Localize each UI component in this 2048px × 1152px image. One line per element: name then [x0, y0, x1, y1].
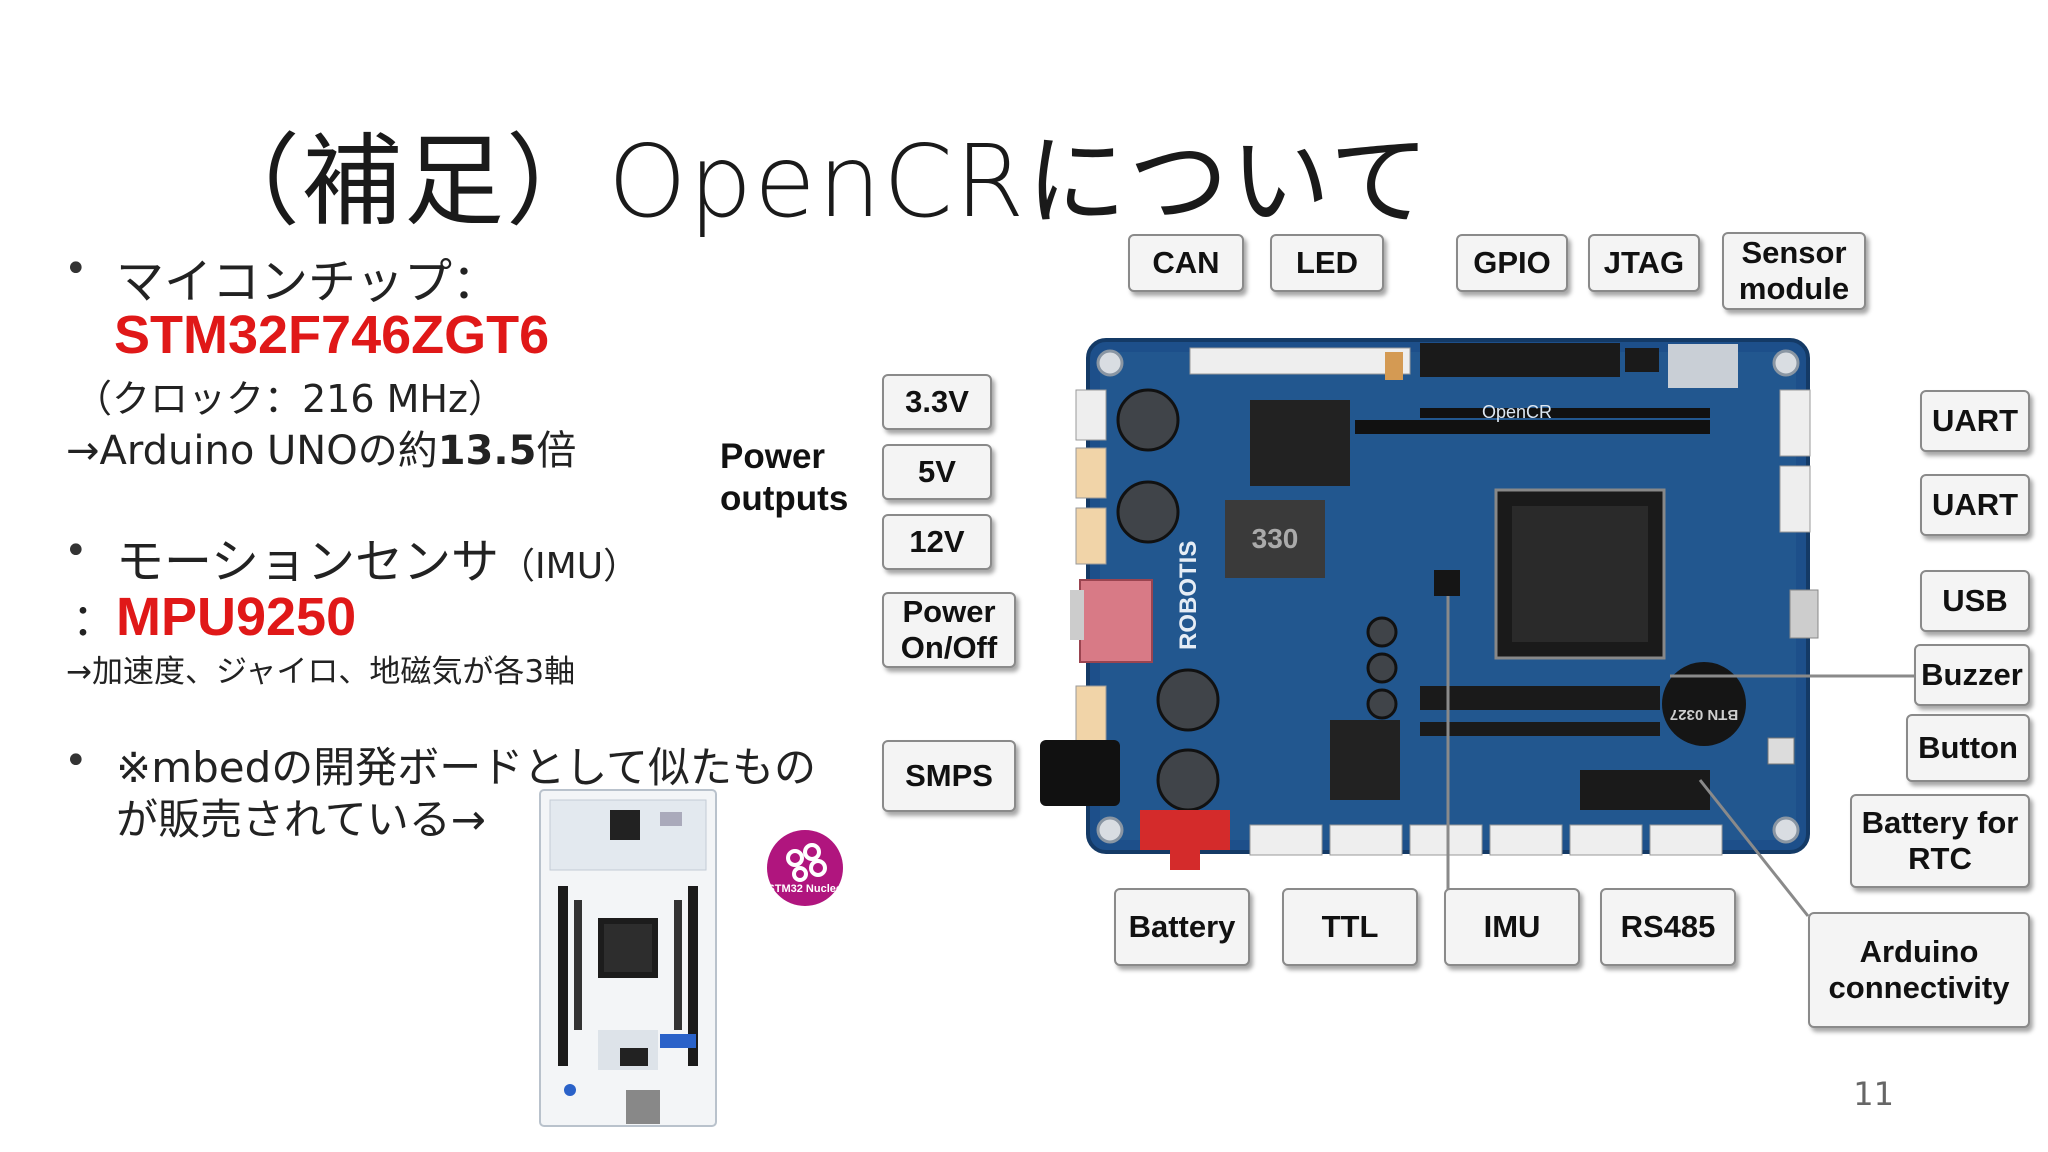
gpio-label: GPIO	[1456, 234, 1568, 292]
arduino-connectivity-label: Arduino connectivity	[1808, 912, 2030, 1028]
power-switch-label: Power On/Off	[882, 592, 1016, 668]
buzzer-marking: BTN 0327	[1670, 706, 1738, 723]
imu-label-small: （IMU）	[499, 546, 640, 587]
button-label: Button	[1906, 714, 2030, 782]
buzzer-label: Buzzer	[1914, 644, 2030, 706]
12v-label: 12V	[882, 514, 992, 570]
mbed-line-1: ※mbedの開発ボードとして似たもの	[116, 743, 817, 792]
rs485-label: RS485	[1600, 888, 1736, 966]
imu-chip-line: ：MPU9250	[72, 584, 356, 648]
power-outputs-label: Power outputs	[720, 437, 849, 518]
imu-label-text: モーションセンサ	[116, 534, 500, 590]
mcu-clock: （クロック：216 MHz）	[74, 377, 506, 421]
page-number: 11	[1853, 1075, 1894, 1113]
slide-title: （補足）OpenCRについて	[200, 123, 1432, 240]
bullet-marker: •	[64, 246, 88, 292]
board-name: OpenCR	[1482, 402, 1552, 422]
board-brand: ROBOTIS	[1175, 541, 1202, 650]
imu-label: モーションセンサ（IMU）	[116, 522, 639, 592]
5v-label: 5V	[882, 444, 992, 500]
can-label: CAN	[1128, 234, 1244, 292]
usb-label: USB	[1920, 570, 2030, 632]
mcu-compare: →Arduino UNOの約13.5倍	[66, 418, 576, 476]
mcu-chip-name: STM32F746ZGT6	[114, 305, 550, 365]
inductor-marking: 330	[1252, 523, 1299, 554]
3v3-label: 3.3V	[882, 374, 992, 430]
smps-label: SMPS	[882, 740, 1016, 812]
imu-colon: ：	[72, 595, 116, 646]
battery-label: Battery	[1114, 888, 1250, 966]
mbed-line-2: が販売されている→	[116, 795, 486, 844]
battery-rtc-label: Battery for RTC	[1850, 794, 2030, 888]
uart-label-1: UART	[1920, 390, 2030, 452]
imu-chip-name: MPU9250	[116, 587, 357, 647]
bullet-marker: •	[64, 528, 88, 574]
jtag-label: JTAG	[1588, 234, 1700, 292]
mcu-compare-suffix: 倍	[536, 428, 577, 474]
imu-label-box: IMU	[1444, 888, 1580, 966]
mcu-compare-value: 13.5	[437, 428, 537, 474]
mcu-label: マイコンチップ：	[116, 254, 501, 310]
ttl-label: TTL	[1282, 888, 1418, 966]
mcu-compare-prefix: →Arduino UNOの約	[66, 428, 438, 474]
imu-note: →加速度、ジャイロ、地磁気が各3軸	[66, 654, 576, 690]
led-label: LED	[1270, 234, 1384, 292]
bullet-marker: •	[64, 738, 88, 784]
sensor-module-label: Sensor module	[1722, 232, 1866, 310]
uart-label-2: UART	[1920, 474, 2030, 536]
